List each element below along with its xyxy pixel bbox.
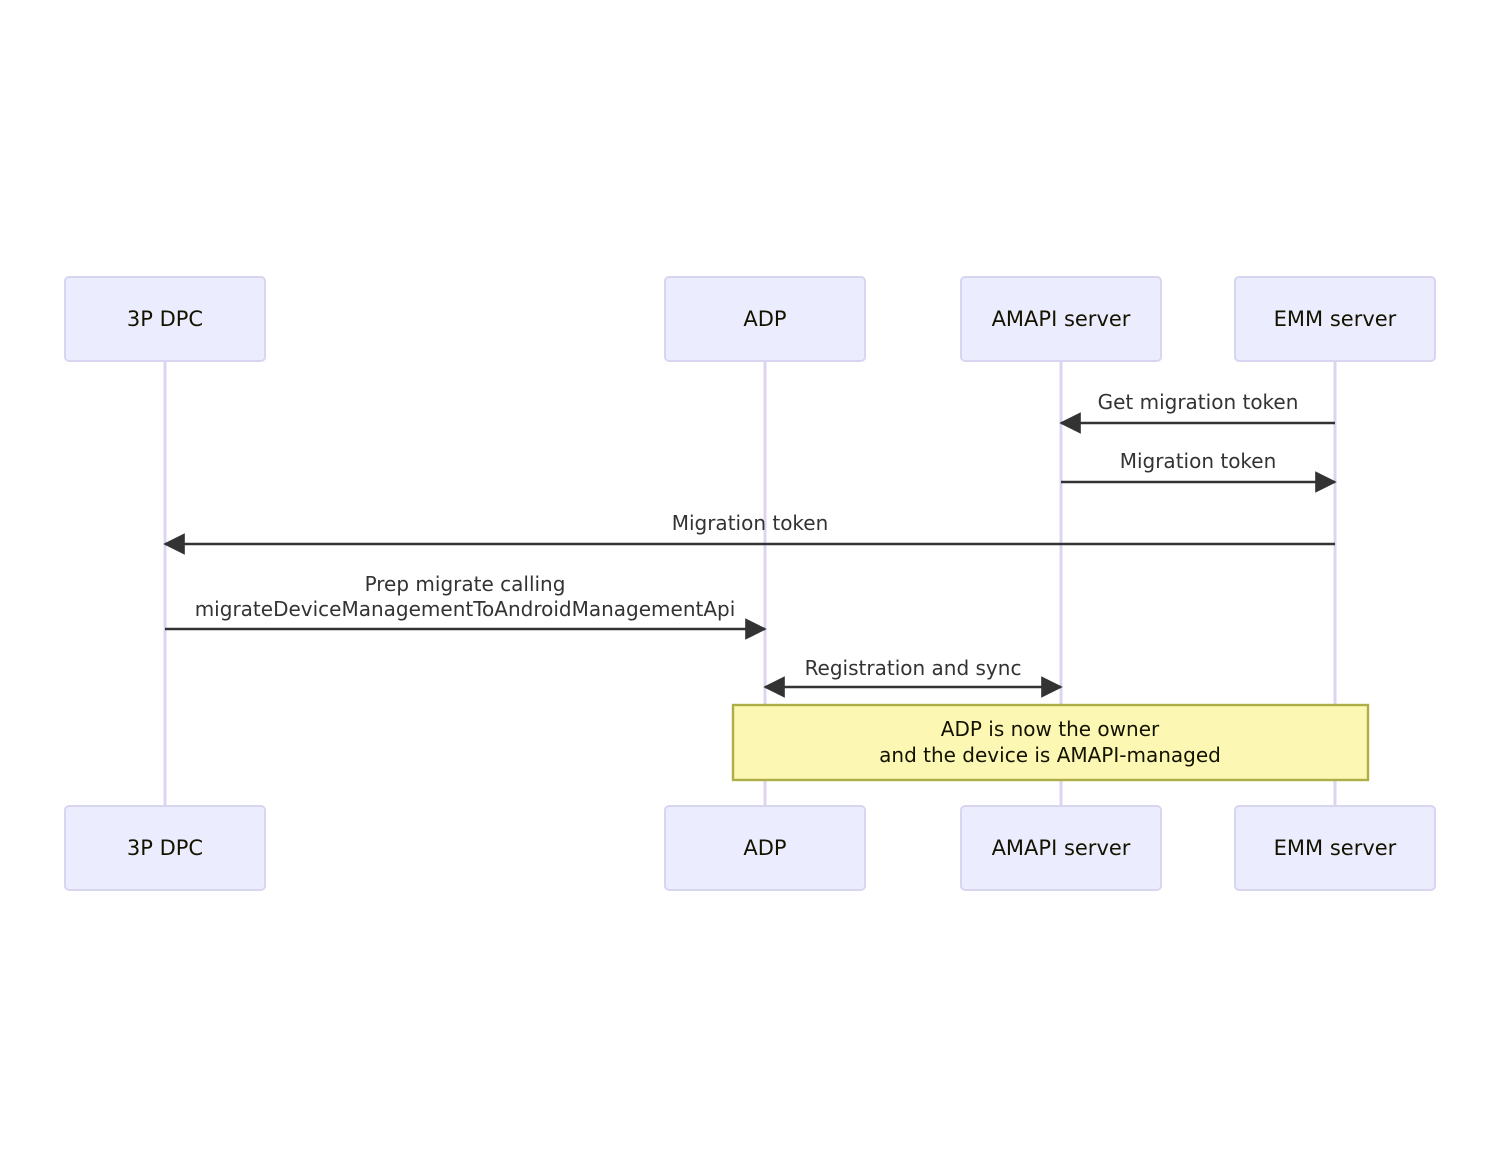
- message-m3[interactable]: Migration token: [163, 511, 1335, 555]
- message-m2[interactable]: Migration token: [1061, 449, 1337, 493]
- participant-box: [664, 276, 866, 362]
- participant-label: 3P DPC: [127, 307, 203, 331]
- top-participants-group: 3P DPC ADP AMAPI server EMM server: [64, 276, 1436, 362]
- message-m5[interactable]: Registration and sync: [763, 656, 1063, 698]
- message-label: Registration and sync: [805, 656, 1022, 680]
- participant-box: [1234, 276, 1436, 362]
- participant-label: EMM server: [1274, 307, 1397, 331]
- participant-top-dpc[interactable]: 3P DPC: [64, 276, 266, 362]
- message-label-line2: migrateDeviceManagementToAndroidManageme…: [195, 597, 736, 621]
- message-label: Migration token: [1120, 449, 1277, 473]
- participant-box: [64, 805, 266, 891]
- participant-box: [664, 805, 866, 891]
- participant-label: EMM server: [1274, 836, 1397, 860]
- message-label-line1: Prep migrate calling: [365, 572, 566, 596]
- participant-box: [1234, 805, 1436, 891]
- participant-box: [960, 276, 1162, 362]
- message-label: Migration token: [672, 511, 829, 535]
- participant-box: [64, 276, 266, 362]
- participant-top-adp[interactable]: ADP: [664, 276, 866, 362]
- bottom-participants-group: 3P DPC ADP AMAPI server EMM server: [64, 805, 1436, 891]
- note-text-line1: ADP is now the owner: [941, 717, 1160, 741]
- note-text-line2: and the device is AMAPI-managed: [879, 743, 1221, 767]
- participant-label: AMAPI server: [992, 836, 1131, 860]
- participant-top-emm[interactable]: EMM server: [1234, 276, 1436, 362]
- message-m4[interactable]: Prep migrate callingmigrateDeviceManagem…: [165, 572, 767, 640]
- message-label: Get migration token: [1098, 390, 1299, 414]
- participant-bottom-emm[interactable]: EMM server: [1234, 805, 1436, 891]
- participant-label: AMAPI server: [992, 307, 1131, 331]
- participant-label: 3P DPC: [127, 836, 203, 860]
- participant-bottom-amapi[interactable]: AMAPI server: [960, 805, 1162, 891]
- participant-top-amapi[interactable]: AMAPI server: [960, 276, 1162, 362]
- participant-label: ADP: [743, 307, 786, 331]
- note-box: [731, 703, 1370, 782]
- participant-label: ADP: [743, 836, 786, 860]
- participant-box: [960, 805, 1162, 891]
- participant-bottom-adp[interactable]: ADP: [664, 805, 866, 891]
- participant-bottom-dpc[interactable]: 3P DPC: [64, 805, 266, 891]
- message-m1[interactable]: Get migration token: [1059, 390, 1335, 434]
